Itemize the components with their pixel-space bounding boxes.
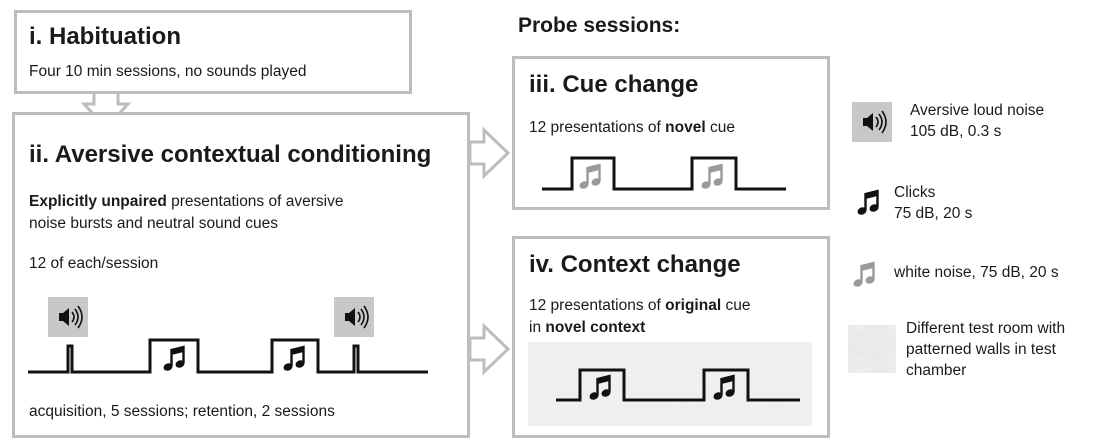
conditioning-footer: acquisition, 5 sessions; retention, 2 se… [29, 403, 335, 420]
cue-change-box: iii. Cue change 12 presentations of nove… [512, 56, 830, 210]
cue-change-desc: 12 presentations of novel cue [529, 117, 735, 139]
speaker-icon [333, 296, 375, 338]
legend-room-text: Different test room with patterned walls… [906, 318, 1065, 381]
context-change-desc-bold1: original [665, 297, 722, 314]
context-change-desc-pre2: in [529, 319, 546, 336]
context-change-desc: 12 presentations of original cue in nove… [529, 295, 750, 339]
legend-clicks-line2: 75 dB, 20 s [894, 205, 973, 222]
arrow-right-cue [468, 126, 511, 180]
legend-room-line1: Different test room with [906, 320, 1066, 337]
music-note-icon [281, 345, 307, 374]
habituation-desc: Four 10 min sessions, no sounds played [29, 63, 307, 80]
conditioning-trace [28, 338, 428, 374]
probe-heading: Probe sessions: [518, 14, 681, 37]
conditioning-box: ii. Aversive contextual conditioning Exp… [12, 112, 470, 438]
legend-noise-text: Aversive loud noise 105 dB, 0.3 s [910, 100, 1044, 142]
context-change-desc-post1: cue [721, 297, 751, 314]
cue-change-desc-pre: 12 presentations of [529, 119, 666, 136]
legend-noise-line2: 105 dB, 0.3 s [910, 123, 1002, 140]
legend-room-line2: patterned walls in test [906, 341, 1056, 358]
legend-clicks-line1: Clicks [894, 184, 936, 201]
context-change-trace [556, 368, 800, 402]
habituation-box: i. Habituation Four 10 min sessions, no … [14, 10, 412, 94]
context-change-desc-pre: 12 presentations of [529, 297, 666, 314]
legend-music-note-icon [855, 189, 881, 218]
cue-change-desc-bold: novel [665, 119, 706, 136]
legend-clicks-text: Clicks 75 dB, 20 s [894, 182, 972, 224]
grey-music-note-icon [699, 163, 725, 192]
context-change-title: iv. Context change [529, 251, 741, 278]
legend-white-noise-line1: white noise, 75 dB, 20 s [894, 264, 1059, 281]
speaker-icon [47, 296, 89, 338]
arrow-right-context [468, 322, 511, 376]
grey-music-note-icon [577, 163, 603, 192]
legend-room-line3: chamber [906, 362, 967, 379]
conditioning-desc-line2: noise bursts and neutral sound cues [29, 215, 279, 232]
conditioning-count: 12 of each/session [29, 255, 159, 272]
habituation-title: i. Habituation [29, 23, 181, 50]
legend-white-noise-text: white noise, 75 dB, 20 s [894, 262, 1059, 283]
conditioning-title: ii. Aversive contextual conditioning [29, 141, 432, 168]
cue-change-desc-post: cue [705, 119, 735, 136]
legend-grey-music-note-icon [851, 261, 877, 290]
legend-noise-line1: Aversive loud noise [910, 102, 1045, 119]
conditioning-desc: Explicitly unpaired presentations of ave… [29, 191, 459, 235]
context-change-desc-bold2: novel context [545, 319, 646, 336]
legend-speaker-icon [851, 101, 893, 143]
cue-change-title: iii. Cue change [529, 71, 699, 98]
music-note-icon [161, 345, 187, 374]
conditioning-desc-bold: Explicitly unpaired [29, 193, 167, 210]
conditioning-desc-line1: presentations of aversive [166, 193, 344, 210]
cue-change-trace [542, 156, 786, 191]
